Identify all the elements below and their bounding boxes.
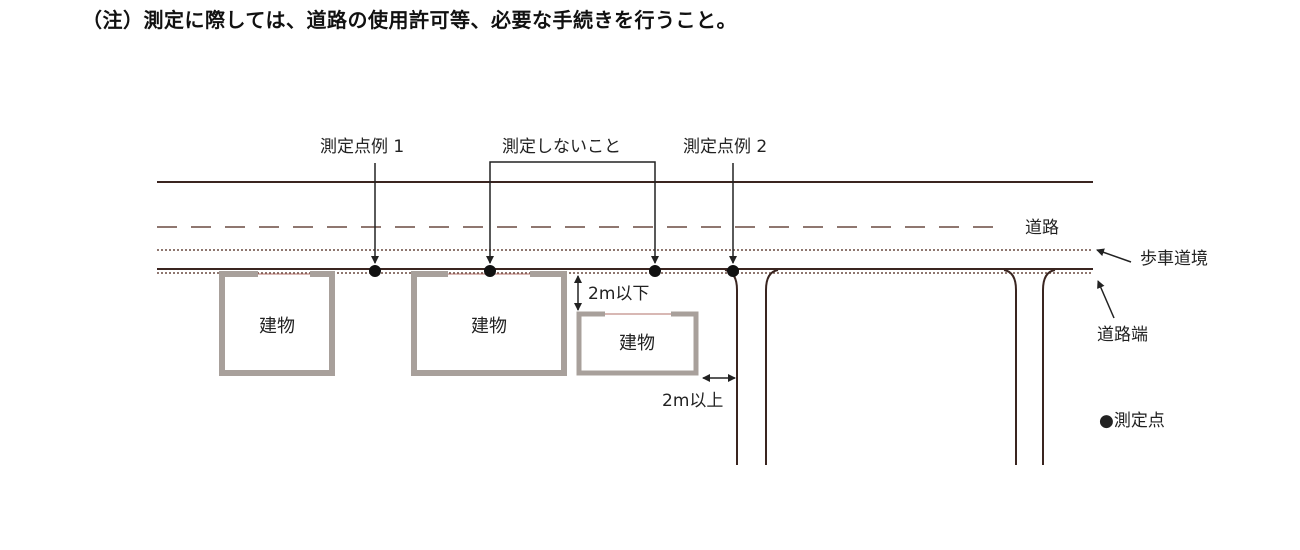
measurement-point <box>649 265 661 277</box>
building-2: 建物 <box>411 271 567 376</box>
arrow-sidewalk-boundary <box>1096 248 1132 263</box>
building-label: 建物 <box>471 316 507 337</box>
label-over-2m: 2m以上 <box>662 391 723 411</box>
measurement-point <box>484 265 496 277</box>
label-point-example-1: 測定点例 1 <box>320 137 404 157</box>
side-road-left-edge <box>724 269 738 465</box>
label-within-2m: 2m以下 <box>588 284 649 304</box>
label-road-edge: 道路端 <box>1097 325 1148 345</box>
label-road: 道路 <box>1025 218 1059 238</box>
note-text: （注）測定に際しては、道路の使用許可等、必要な手続きを行うこと。 <box>82 8 737 32</box>
building-3: 建物 <box>576 311 699 376</box>
label-do-not-measure: 測定しないこと <box>502 137 621 157</box>
bracket-do-not-measure <box>486 161 659 264</box>
building-1: 建物 <box>219 271 335 376</box>
label-sidewalk-boundary: 歩車道境 <box>1140 249 1208 269</box>
arrow-road-edge <box>1097 280 1115 319</box>
measurement-point <box>369 265 381 277</box>
building-label: 建物 <box>259 316 295 337</box>
side-road-right-edge <box>1042 269 1056 465</box>
measurement-point <box>727 265 739 277</box>
side-road-left-edge <box>765 269 779 465</box>
building-label: 建物 <box>619 333 655 354</box>
side-road-right-edge <box>1003 269 1017 465</box>
legend-measurement-point: ●測定点 <box>1099 411 1165 431</box>
label-point-example-2: 測定点例 2 <box>683 137 767 157</box>
